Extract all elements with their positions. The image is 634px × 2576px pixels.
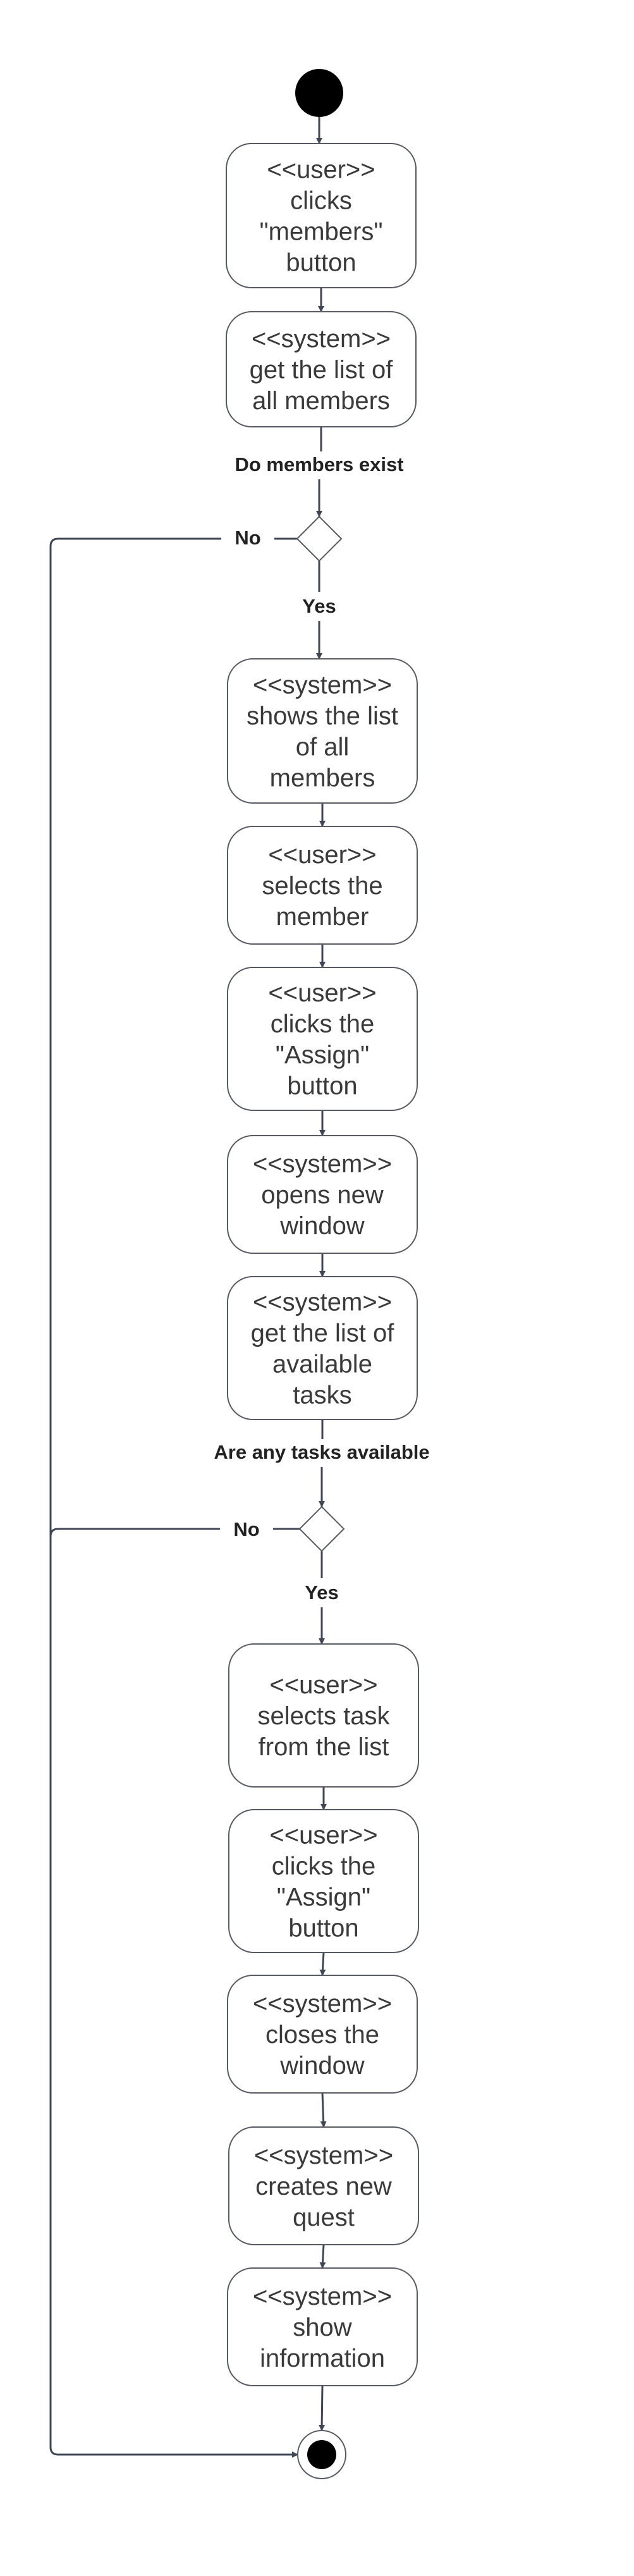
action-node-a3 <box>227 658 418 804</box>
action-node-line: "Assign" <box>276 1041 369 1069</box>
action-node-line: information <box>260 2345 385 2372</box>
action-node-line: opens new <box>261 1181 384 1209</box>
action-node-a5 <box>227 967 418 1111</box>
action-node-line: get the list of <box>250 356 394 384</box>
end-node-core <box>307 2440 336 2469</box>
yes-label: Yes <box>305 1581 338 1604</box>
action-node-line: selects the <box>262 872 382 900</box>
action-node-line: clicks <box>290 187 352 215</box>
action-node-line: window <box>279 2052 365 2080</box>
decision-node-d2 <box>298 1506 345 1552</box>
action-node-a2 <box>226 311 417 427</box>
yes-label: Yes <box>302 595 336 617</box>
action-node-a10 <box>227 1975 418 2094</box>
action-node-line: closes the <box>265 2021 379 2049</box>
action-node-line: "members" <box>259 218 382 246</box>
action-node-line: <<system>> <box>254 2142 393 2169</box>
action-node-line: selects task <box>258 1702 391 1730</box>
action-node-line: get the list of <box>251 1320 395 1347</box>
decision-condition: Are any tasks available <box>214 1441 429 1463</box>
action-node-line: available <box>272 1351 372 1378</box>
action-node-line: from the list <box>259 1733 389 1761</box>
start-node <box>295 69 343 117</box>
action-node-line: <<user>> <box>269 1822 377 1849</box>
action-node-a8 <box>228 1643 419 1788</box>
action-node-a6 <box>227 1135 418 1254</box>
no-label: No <box>233 1518 259 1540</box>
action-node-line: <<system>> <box>253 1289 392 1316</box>
edge-d2-no <box>49 1528 300 1537</box>
action-node-line: <<system>> <box>253 672 392 699</box>
decision-condition: Do members exist <box>235 453 403 475</box>
action-node-line: shows the list <box>247 702 398 730</box>
action-node-line: of all <box>296 733 350 761</box>
action-node-line: button <box>286 249 356 277</box>
action-node-a12 <box>227 2267 418 2386</box>
action-node-line: members <box>270 764 375 792</box>
edge-no-bus <box>49 546 298 2458</box>
action-node-line: "Assign" <box>277 1884 370 1911</box>
action-node-a11 <box>228 2126 419 2245</box>
action-node-a1 <box>226 143 417 288</box>
action-node-line: creates new <box>255 2173 392 2200</box>
action-node-line: <<user>> <box>268 979 376 1007</box>
action-node-line: member <box>276 903 369 931</box>
action-node-a7 <box>227 1276 418 1420</box>
action-node-line: <<system>> <box>253 2283 392 2310</box>
no-label: No <box>235 527 260 549</box>
action-node-line: button <box>288 1915 358 1942</box>
edge-a10-a11 <box>320 2092 327 2128</box>
action-node-line: <<system>> <box>253 1150 392 1178</box>
action-node-line: tasks <box>293 1382 351 1409</box>
action-node-line: <<user>> <box>268 841 376 869</box>
decision-node-d1 <box>296 515 343 562</box>
action-node-a9 <box>228 1809 419 1953</box>
edge-a11-a12 <box>319 2244 326 2269</box>
edge-d1-no <box>49 537 297 547</box>
action-node-line: <<user>> <box>267 156 375 184</box>
edge-a9-a10 <box>319 1952 326 1976</box>
action-node-line: <<system>> <box>252 325 391 353</box>
action-node-line: <<user>> <box>269 1671 377 1699</box>
action-node-line: window <box>279 1212 365 1240</box>
action-node-line: button <box>287 1072 357 1100</box>
action-node-line: all members <box>252 387 390 415</box>
action-node-line: <<system>> <box>253 1990 392 2018</box>
action-node-line: clicks the <box>272 1853 376 1880</box>
action-node-line: clicks the <box>271 1010 375 1038</box>
action-node-line: quest <box>293 2204 355 2231</box>
action-node-a4 <box>227 826 418 945</box>
action-node-line: show <box>293 2314 351 2341</box>
